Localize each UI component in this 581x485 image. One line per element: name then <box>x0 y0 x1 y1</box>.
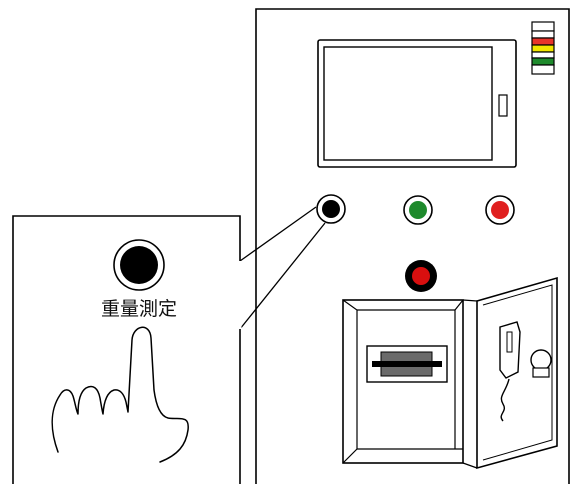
callout-leader-line-lower <box>239 222 326 330</box>
tower-segment-white-3 <box>531 51 555 59</box>
touch-screen-monitor <box>317 39 517 168</box>
tower-segment-white <box>531 21 555 32</box>
signal-tower-icon <box>531 21 555 75</box>
tower-segment-white-2 <box>531 30 555 39</box>
compartment-door[interactable] <box>462 276 558 470</box>
zoom-callout: 重量測定 <box>12 206 326 484</box>
tower-segment-red <box>531 37 555 46</box>
tower-segment-green <box>531 57 555 66</box>
weigh-button-black[interactable] <box>316 194 346 224</box>
weigh-button-zoomed <box>113 239 165 291</box>
tower-segment-white-4 <box>531 64 555 75</box>
callout-leader-line-upper <box>239 206 317 262</box>
monitor-power-switch <box>498 94 508 117</box>
scanner-holder-icon <box>530 349 552 378</box>
handheld-scanner-icon[interactable] <box>499 321 521 422</box>
weigh-button-label: 重量測定 <box>101 298 177 320</box>
control-cabinet <box>255 8 570 484</box>
start-button-green[interactable] <box>403 195 433 225</box>
pointing-hand-icon <box>51 326 189 463</box>
tower-segment-yellow <box>531 44 555 53</box>
stop-button-red[interactable] <box>485 195 515 225</box>
lower-compartment <box>342 299 464 464</box>
printer-slot-icon <box>366 345 448 383</box>
emergency-stop-button[interactable] <box>405 260 437 292</box>
